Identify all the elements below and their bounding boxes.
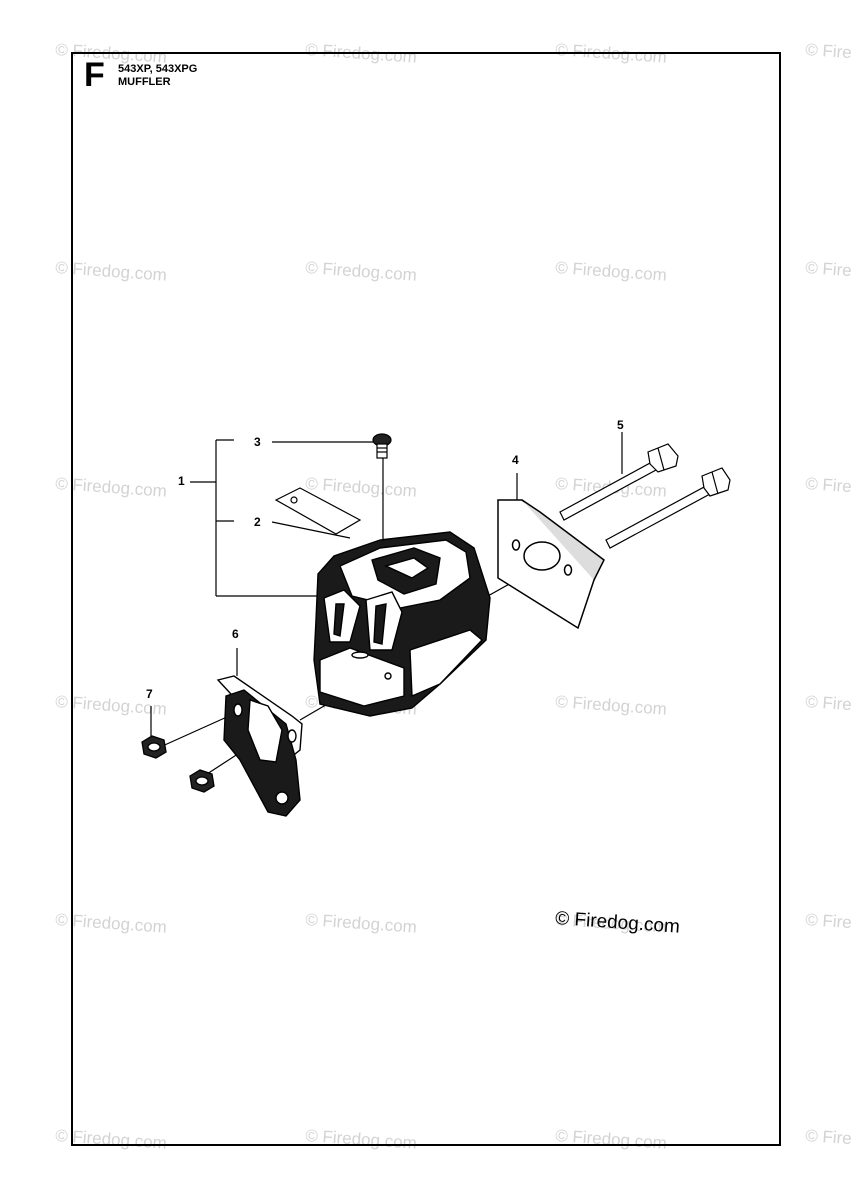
section-letter: F: [84, 56, 105, 94]
callout-1: 1: [178, 474, 185, 488]
callout-7: 7: [146, 687, 153, 701]
callout-4: 4: [512, 453, 519, 467]
gasket-part-4: [497, 499, 605, 630]
plate-part-2: [274, 487, 362, 535]
muffler-body-part-1: [313, 531, 491, 717]
screw-part-3: [372, 433, 392, 459]
model-title: 543XP, 543XPG: [118, 63, 198, 75]
page-frame: [71, 52, 781, 1146]
bracket-part-6: [216, 675, 303, 817]
leader-bracket-1: [190, 439, 318, 597]
bolt-part-5: [559, 443, 731, 549]
callout-2: 2: [254, 515, 261, 529]
callout-3: 3: [254, 435, 261, 449]
nut-part-7: [141, 735, 215, 793]
section-title: MUFFLER: [118, 76, 171, 88]
leader-2: [271, 521, 351, 539]
callout-6: 6: [232, 627, 239, 641]
callout-5: 5: [617, 418, 624, 432]
